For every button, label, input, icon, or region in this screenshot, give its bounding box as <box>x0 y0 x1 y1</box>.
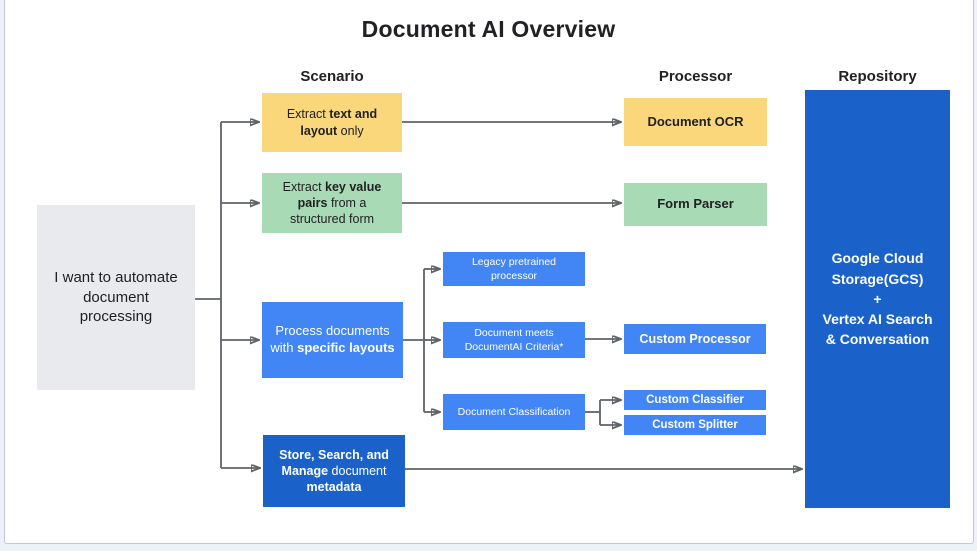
column-header-processor: Processor <box>658 68 733 85</box>
column-header-scenario: Scenario <box>300 68 364 85</box>
scenario-process-specific-layouts: Process documents with specific layouts <box>262 302 403 378</box>
decision-legacy-pretrained-processor: Legacy pretrained processor <box>443 252 585 286</box>
scenario-extract-text-layout: Extract text and layout only <box>262 93 402 152</box>
decision-document-meets-criteria: Document meets DocumentAI Criteria* <box>443 322 585 358</box>
scenario-label: Process documents with specific layouts <box>270 323 395 355</box>
processor-label: Document OCR <box>647 113 744 129</box>
processor-label: Custom Splitter <box>652 418 738 431</box>
decision-label: Document meets DocumentAI Criteria* <box>464 326 564 353</box>
processor-label: Form Parser <box>657 196 734 212</box>
repository-line-gcs: Google Cloud Storage(GCS) <box>831 250 924 287</box>
processor-label: Custom Processor <box>639 331 751 346</box>
decision-label: Legacy pretrained processor <box>471 255 557 282</box>
start-node: I want to automate document processing <box>37 205 195 390</box>
column-header-repository: Repository <box>838 68 917 85</box>
repository-line-vertex: Vertex AI Search & Conversation <box>822 311 933 348</box>
decision-document-classification: Document Classification <box>443 394 585 430</box>
scenario-label: Extract text and layout only <box>286 107 378 138</box>
scenario-store-search-manage: Store, Search, and Manage document metad… <box>263 435 405 507</box>
processor-form-parser: Form Parser <box>624 183 767 226</box>
decision-label: Document Classification <box>457 405 571 418</box>
processor-custom-processor: Custom Processor <box>624 324 766 354</box>
processor-label: Custom Classifier <box>646 393 744 406</box>
scenario-label: Extract key value pairs from a structure… <box>282 179 382 227</box>
diagram-title: Document AI Overview <box>361 16 616 42</box>
processor-document-ocr: Document OCR <box>624 98 767 146</box>
repository-line-plus: + <box>873 290 882 307</box>
scenario-label: Store, Search, and Manage document metad… <box>279 447 389 495</box>
start-node-label: I want to automate document processing <box>54 269 178 326</box>
repository-node: Google Cloud Storage(GCS) + Vertex AI Se… <box>805 90 950 508</box>
processor-custom-splitter: Custom Splitter <box>624 415 766 435</box>
scenario-extract-key-value-pairs: Extract key value pairs from a structure… <box>262 173 402 233</box>
processor-custom-classifier: Custom Classifier <box>624 390 766 410</box>
